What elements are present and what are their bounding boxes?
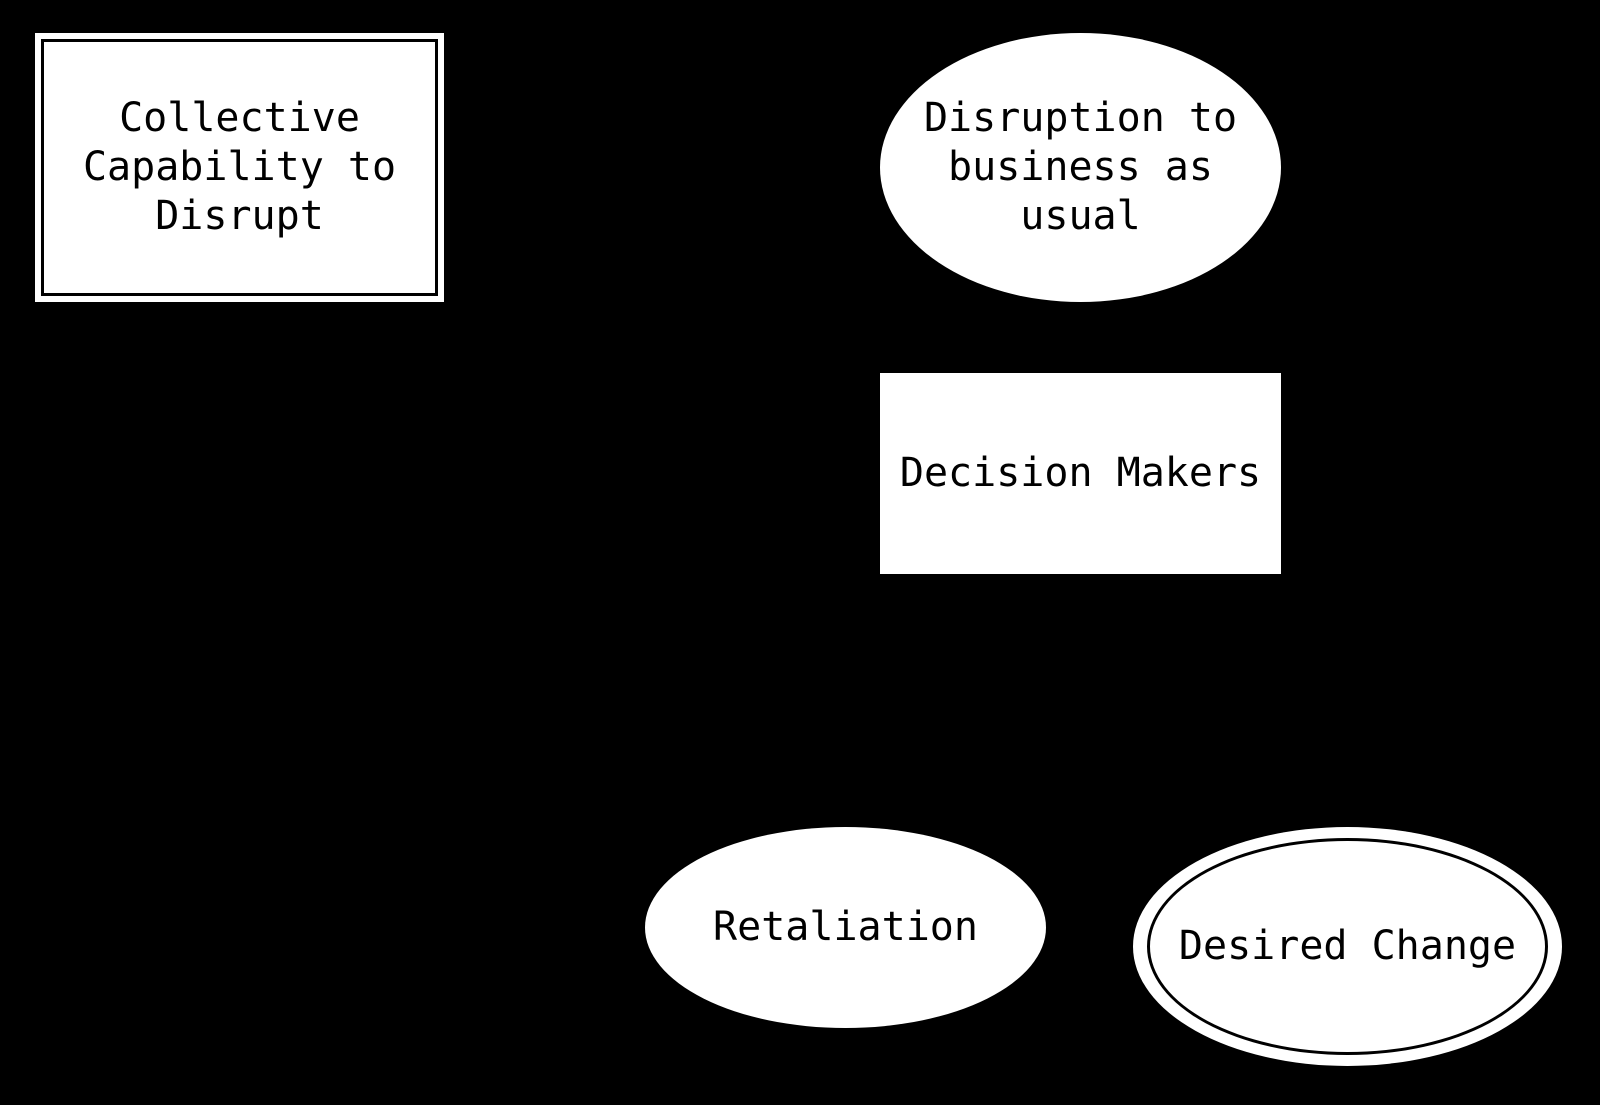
node-desired-change[interactable]: Desired Change (1133, 827, 1562, 1066)
node-retaliation[interactable]: Retaliation (645, 827, 1046, 1028)
node-label: Desired Change (1178, 923, 1517, 969)
node-label: Collective Capability to Disrupt (82, 95, 397, 239)
node-disruption-to-business-as-usual[interactable]: Disruption to business as usual (880, 33, 1281, 302)
node-collective-capability-to-disrupt[interactable]: Collective Capability to Disrupt (35, 33, 444, 302)
node-inner-border: Desired Change (1147, 838, 1548, 1055)
node-label: Disruption to business as usual (923, 95, 1238, 239)
node-inner-border: Collective Capability to Disrupt (41, 39, 438, 296)
node-label: Decision Makers (899, 450, 1262, 496)
node-decision-makers[interactable]: Decision Makers (880, 373, 1281, 574)
node-label: Retaliation (713, 904, 978, 950)
